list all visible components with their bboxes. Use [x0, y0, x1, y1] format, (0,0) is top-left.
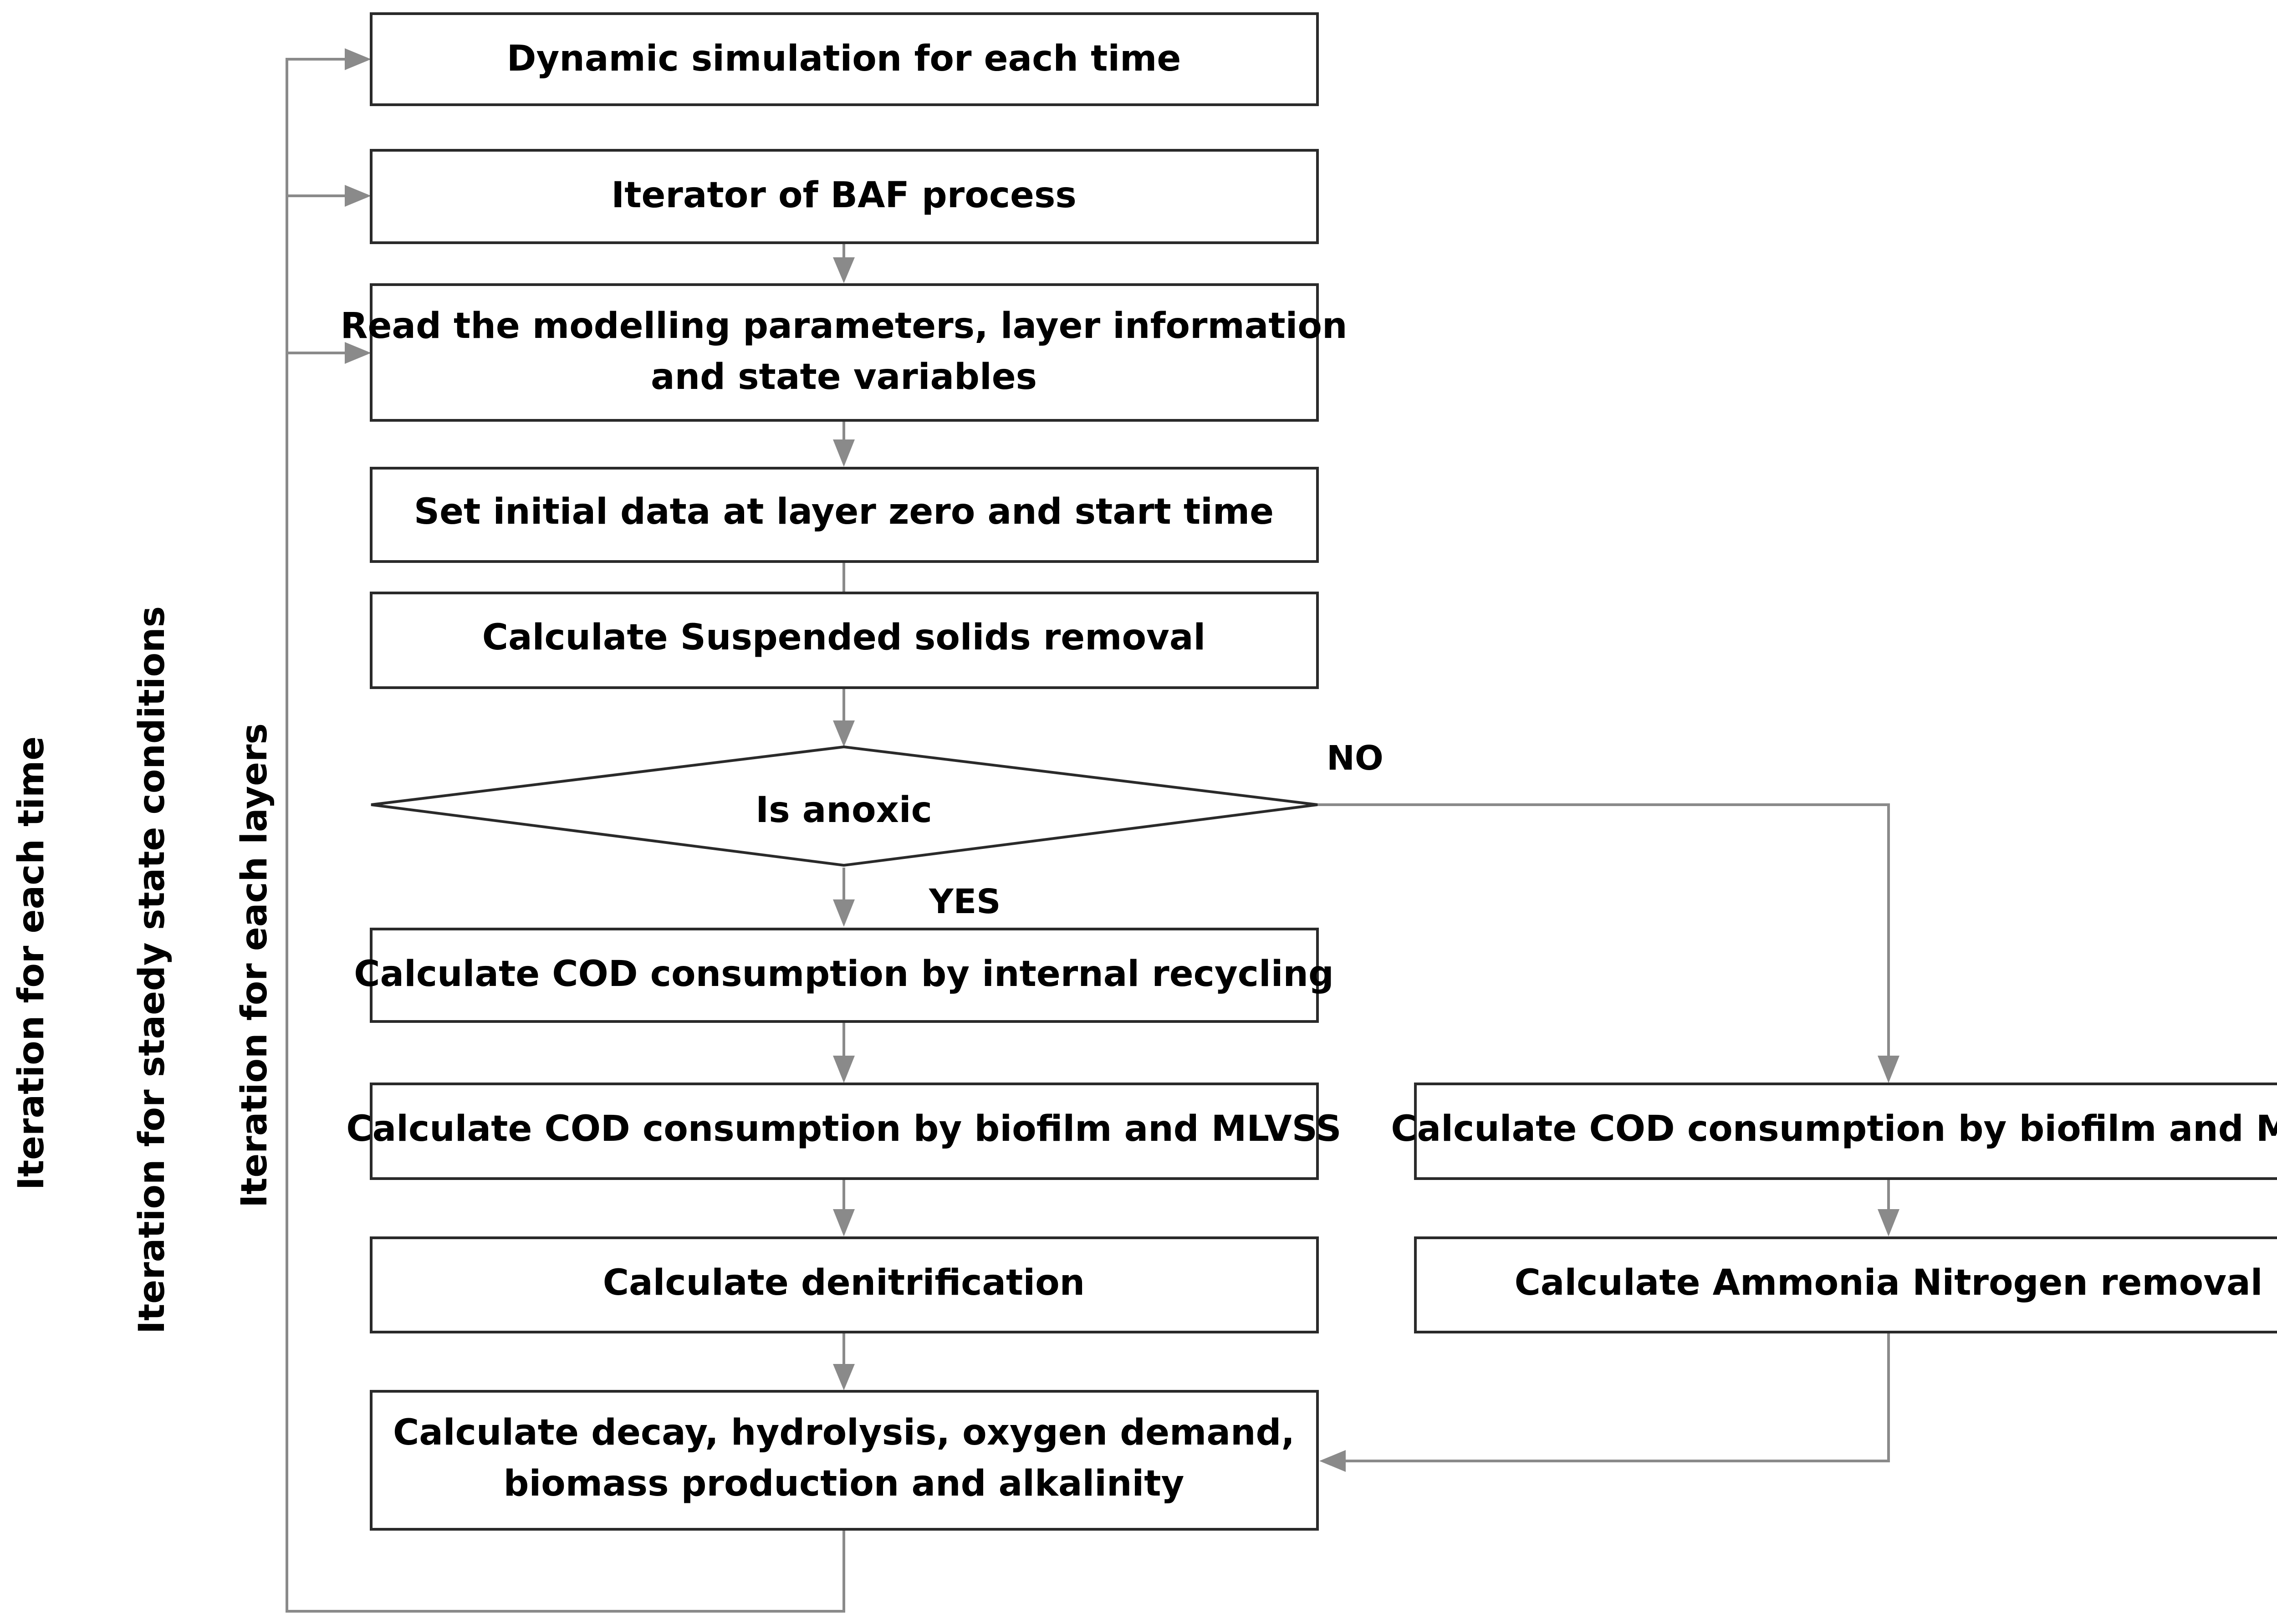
arrow-to-anoxic — [833, 720, 855, 747]
arrow-into-decay-from-right — [1319, 1450, 1346, 1472]
label-line: Iterator of BAF process — [611, 175, 1077, 216]
node-decay: Calculate decay, hydrolysis, oxygen dema… — [370, 1390, 1319, 1531]
label-line: Calculate denitrification — [603, 1262, 1085, 1303]
arrow-to-read-params — [345, 342, 371, 364]
node-read-params-text: Read the modelling parameters, layer inf… — [340, 306, 1347, 398]
node-suspended-solids: Calculate Suspended solids removal — [370, 592, 1319, 689]
label-yes: YES — [929, 882, 1001, 921]
label-line: Calculate decay, hydrolysis, oxygen dema… — [393, 1412, 1295, 1453]
arrow-to-set-initial — [833, 439, 855, 467]
arrow-to-cod-biofilm-right — [1878, 1056, 1899, 1083]
arrow-to-read — [833, 257, 855, 283]
node-cod-internal-text: Calculate COD consumption by internal re… — [354, 954, 1334, 995]
loop-return-line — [286, 58, 845, 1613]
label-line: Is anoxic — [756, 790, 932, 831]
label-line: Calculate COD consumption by biofilm and… — [346, 1108, 1341, 1149]
node-is-anoxic-decision: Is anoxic — [371, 745, 1318, 867]
node-is-anoxic-text: Is anoxic — [756, 790, 932, 831]
label-line: Dynamic simulation for each time — [507, 38, 1181, 79]
label-line: Calculate COD consumption by biofilm and… — [1391, 1108, 2277, 1149]
node-suspended-solids-text: Calculate Suspended solids removal — [482, 617, 1206, 658]
node-ammonia-text: Calculate Ammonia Nitrogen removal — [1515, 1262, 2263, 1303]
label-line: Read the modelling parameters, layer inf… — [340, 306, 1347, 347]
node-cod-biofilm-left: Calculate COD consumption by biofilm and… — [346, 1083, 1342, 1180]
node-cod-biofilm-right: Calculate COD consumption by biofilm and… — [1391, 1083, 2277, 1180]
node-set-initial: Set initial data at layer zero and start… — [370, 467, 1319, 563]
arrow-to-ammonia — [1878, 1209, 1899, 1236]
arrow-to-decay — [833, 1364, 855, 1390]
label-line: biomass production and alkalinity — [504, 1463, 1184, 1504]
arrow-to-dynamic-simulation — [345, 48, 371, 70]
label-line: Set initial data at layer zero and start… — [414, 491, 1274, 532]
node-denitrification: Calculate denitrification — [370, 1236, 1319, 1333]
node-set-initial-text: Set initial data at layer zero and start… — [414, 491, 1274, 532]
node-dynamic-simulation: Dynamic simulation for each time — [370, 12, 1319, 106]
label-line: Calculate COD consumption by internal re… — [354, 954, 1334, 995]
node-iterator-text: Iterator of BAF process — [611, 175, 1077, 216]
node-ammonia: Calculate Ammonia Nitrogen removal — [1414, 1236, 2277, 1333]
label-line: and state variables — [651, 357, 1037, 398]
arrow-to-cod-biofilm-left — [833, 1056, 855, 1083]
label-no: NO — [1327, 739, 1384, 778]
loop-label-each-layer: Iteration for each layers — [234, 723, 275, 1208]
node-cod-biofilm-left-text: Calculate COD consumption by biofilm and… — [346, 1108, 1341, 1149]
label-line: Calculate Ammonia Nitrogen removal — [1515, 1262, 2263, 1303]
arrow-to-iterator — [345, 185, 371, 207]
arrow-to-denitrification — [833, 1209, 855, 1236]
node-cod-biofilm-right-text: Calculate COD consumption by biofilm and… — [1391, 1108, 2277, 1149]
label-line: Calculate Suspended solids removal — [482, 617, 1206, 658]
node-cod-internal: Calculate COD consumption by internal re… — [354, 928, 1334, 1023]
node-denitrification-text: Calculate denitrification — [603, 1262, 1085, 1303]
node-dynamic-simulation-text: Dynamic simulation for each time — [507, 38, 1181, 79]
node-read-params: Read the modelling parameters, layer inf… — [340, 283, 1348, 422]
connectors — [286, 48, 1899, 1613]
edge-ammonia-decay — [1343, 1332, 1890, 1462]
arrow-to-cod-internal — [833, 899, 855, 927]
edge-anoxic-no — [1317, 803, 1890, 1056]
loop-label-steady-state: Iteration for staedy state conditions — [132, 606, 173, 1334]
loop-label-each-time: Iteration for each time — [11, 736, 52, 1190]
node-iterator: Iterator of BAF process — [370, 149, 1319, 244]
node-decay-text: Calculate decay, hydrolysis, oxygen dema… — [393, 1412, 1295, 1504]
